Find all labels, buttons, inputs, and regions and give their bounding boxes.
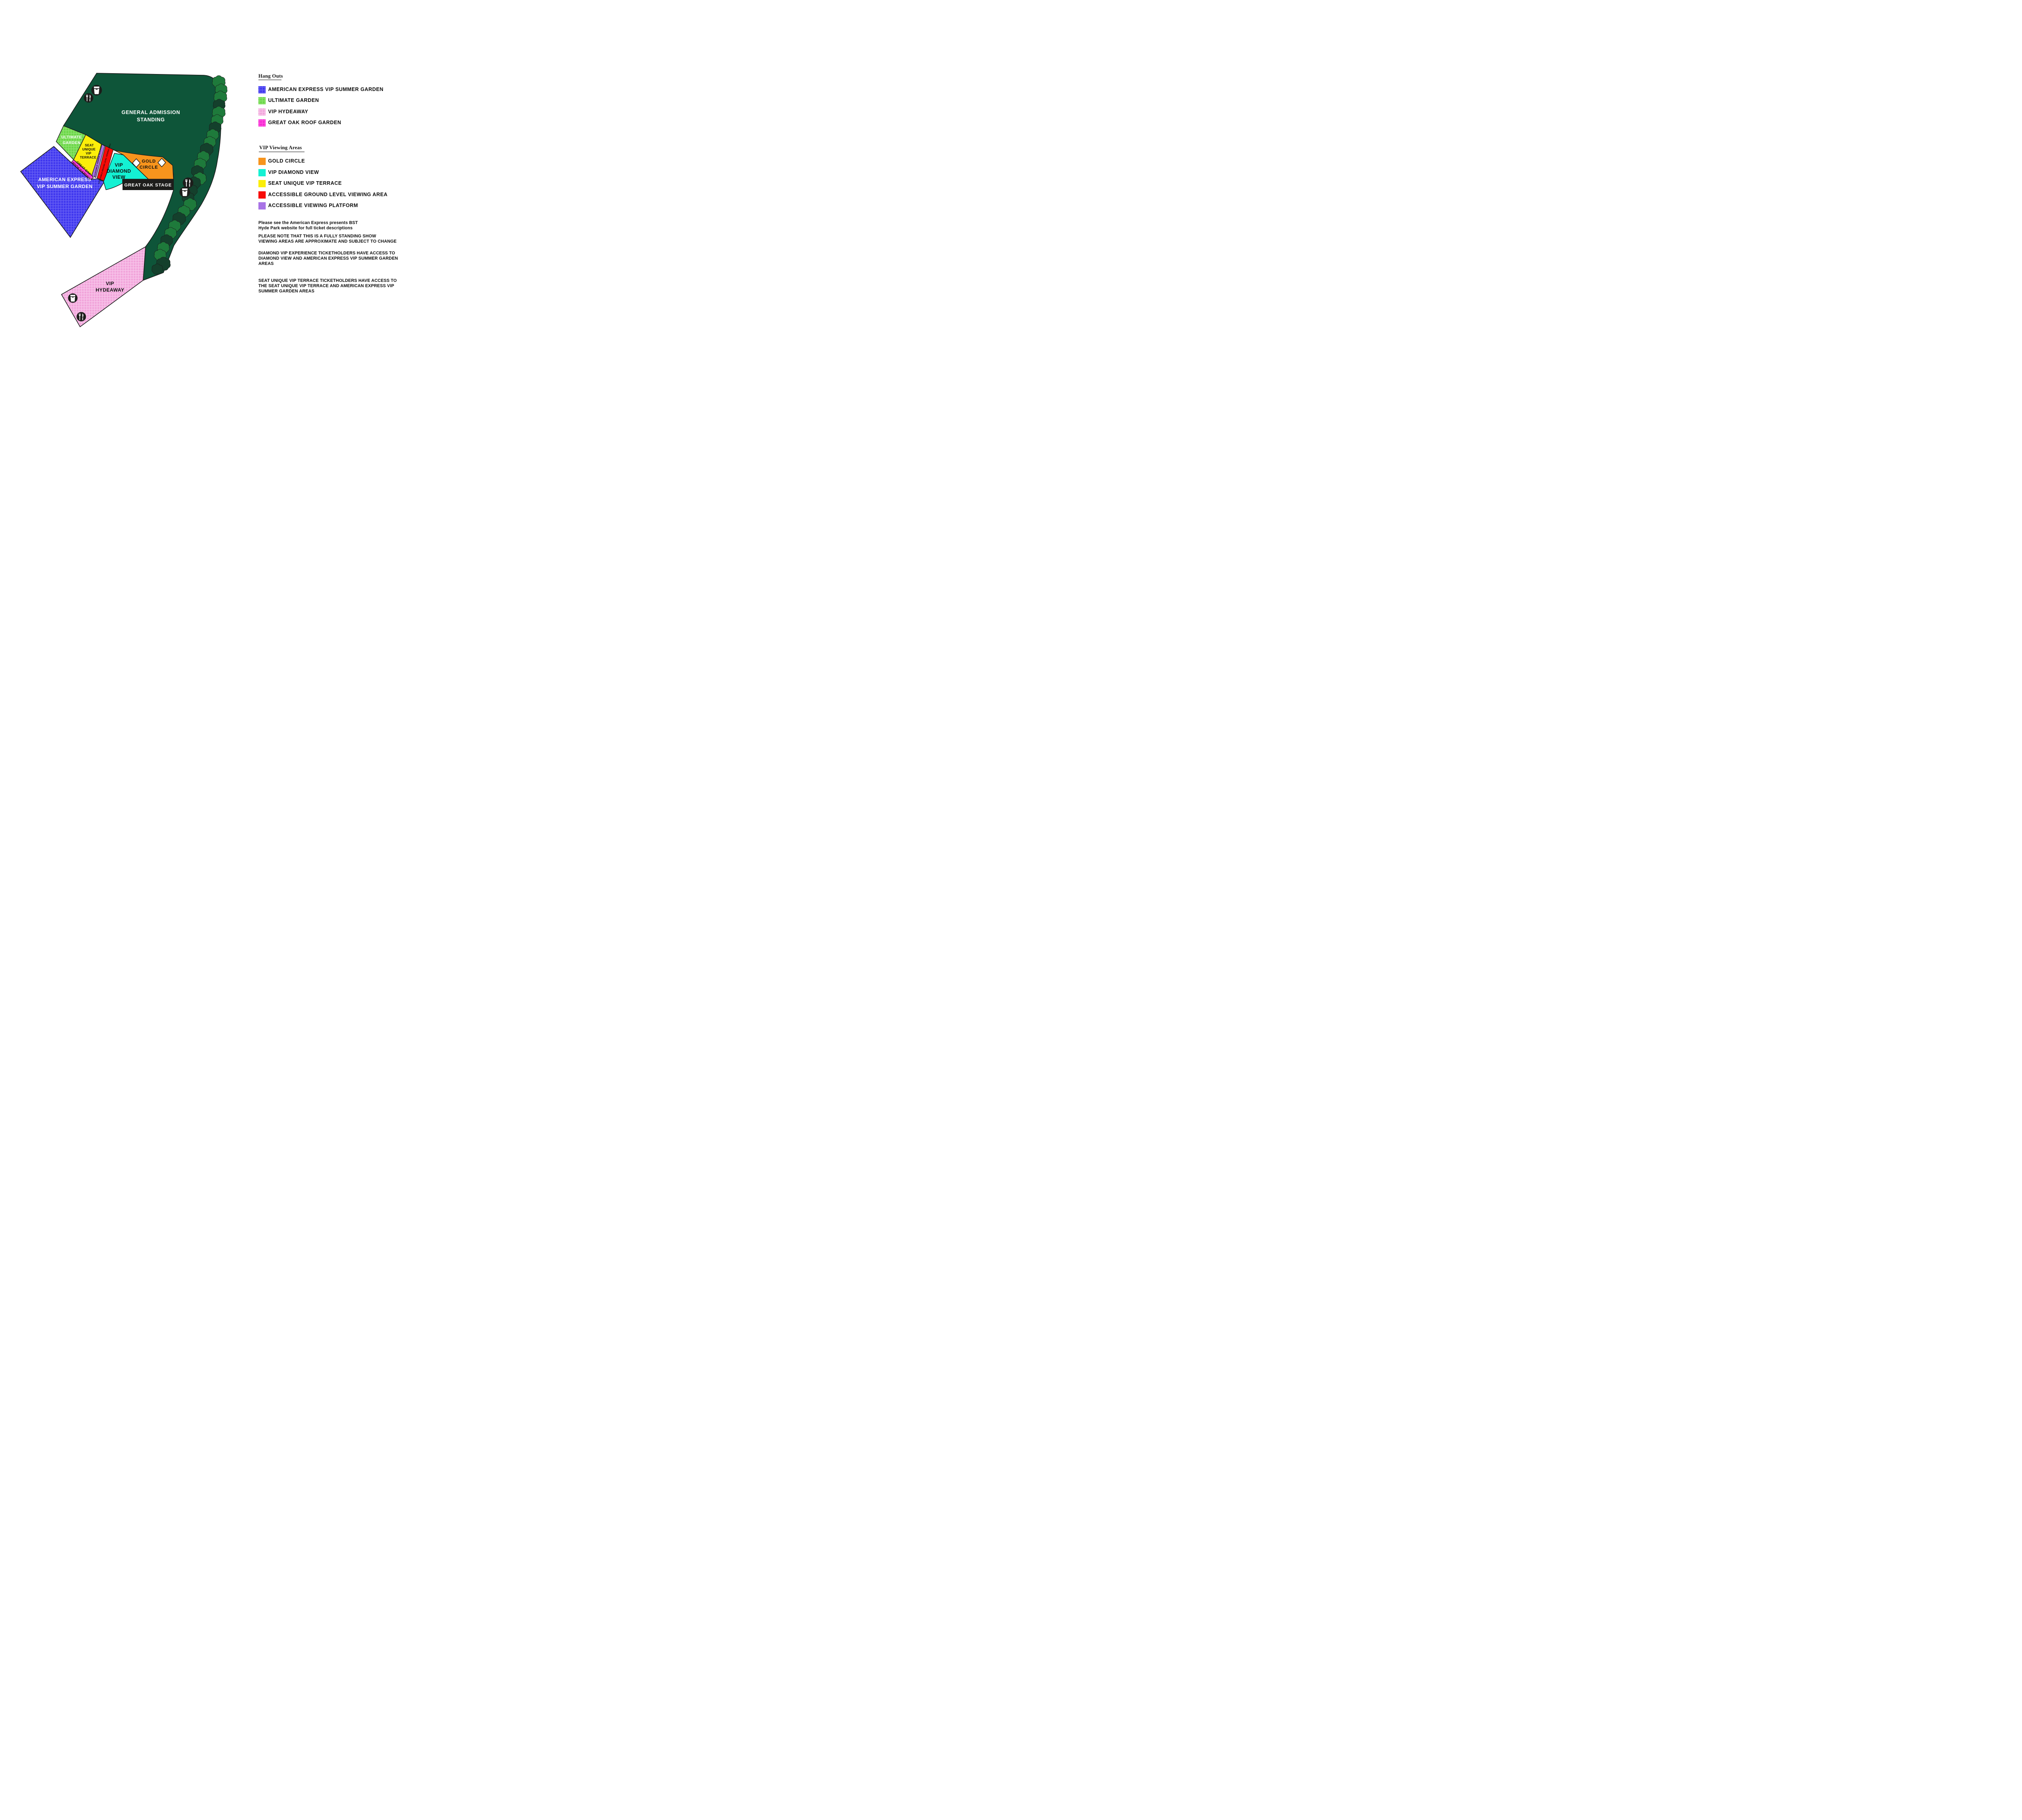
fork-knife-icon xyxy=(182,177,194,188)
legend-label: SEAT UNIQUE VIP TERRACE xyxy=(268,180,342,186)
label-amex-garden-2: VIP SUMMER GARDEN xyxy=(37,184,93,189)
diamond-icon xyxy=(157,158,166,167)
label-diamond-view-3: VIEW xyxy=(112,174,126,180)
legend-label: GREAT OAK ROOF GARDEN xyxy=(268,120,341,125)
legend-label: VIP DIAMOND VIEW xyxy=(268,169,319,175)
label-vip-hydeaway-2: HYDEAWAY xyxy=(96,287,125,293)
legend-item-seat-unique: SEAT UNIQUE VIP TERRACE xyxy=(258,180,342,187)
swatch-ultimate-garden xyxy=(258,97,266,104)
legend-label: GOLD CIRCLE xyxy=(268,158,305,164)
swatch-amex xyxy=(258,86,266,93)
fork-knife-icon xyxy=(84,93,93,103)
label-seat-unique-4: TERRACE xyxy=(80,156,97,159)
legend-label: VIP HYDEAWAY xyxy=(268,109,309,114)
legend-label: ACCESSIBLE GROUND LEVEL VIEWING AREA xyxy=(268,192,388,197)
swatch-accessible-platform xyxy=(258,202,266,210)
label-seat-unique-3: VIP xyxy=(86,152,91,155)
legend-label: ACCESSIBLE VIEWING PLATFORM xyxy=(268,203,358,208)
label-general-admission-2: STANDING xyxy=(137,117,165,123)
diamond-markers xyxy=(132,158,166,168)
swatch-gold-circle xyxy=(258,158,266,165)
legend-label: AMERICAN EXPRESS VIP SUMMER GARDEN xyxy=(268,87,384,92)
label-ultimate-garden: ULTIMATE xyxy=(61,135,82,140)
map-svg: GENERAL ADMISSION STANDING ULTIMATE GARD… xyxy=(20,73,228,328)
legend-item-accessible-ground: ACCESSIBLE GROUND LEVEL VIEWING AREA xyxy=(258,191,387,199)
area-vip-hydeaway xyxy=(61,246,146,328)
legend-item-vip-hydeaway: VIP HYDEAWAY xyxy=(258,108,308,116)
area-amex-vip-summer-garden xyxy=(20,146,105,238)
tree-light-icon xyxy=(215,83,228,95)
label-diamond-view-2: DIAMOND xyxy=(107,168,131,174)
pint-icon xyxy=(91,85,102,96)
label-great-oak-stage: GREAT OAK STAGE xyxy=(124,183,171,188)
note-standing-show: PLEASE NOTE THAT THIS IS A FULLY STANDIN… xyxy=(258,234,397,244)
great-oak-stage xyxy=(123,179,173,190)
venue-map-page: GENERAL ADMISSION STANDING ULTIMATE GARD… xyxy=(0,0,455,364)
swatch-seat-unique xyxy=(258,180,266,187)
label-seat-unique-2: UNIQUE xyxy=(82,148,96,151)
area-accessible-viewing-platform xyxy=(91,144,105,178)
label-vip-hydeaway: VIP xyxy=(106,281,114,286)
swatch-roof-garden xyxy=(258,119,266,127)
note-website: Please see the American Express presents… xyxy=(258,220,358,231)
tree-dark-icon xyxy=(156,257,171,271)
swatch-accessible-ground xyxy=(258,191,266,199)
note-diamond-vip: DIAMOND VIP EXPERIENCE TICKETHOLDERS HAV… xyxy=(258,251,398,266)
label-general-admission: GENERAL ADMISSION xyxy=(122,110,180,115)
diamond-icon xyxy=(132,158,141,168)
legend-item-roof-garden: GREAT OAK ROOF GARDEN xyxy=(258,119,341,127)
legend-item-gold-circle: GOLD CIRCLE xyxy=(258,158,305,165)
label-diamond-view: VIP xyxy=(115,162,123,168)
legend-item-diamond-view: VIP DIAMOND VIEW xyxy=(258,169,319,176)
pint-icon xyxy=(179,186,190,198)
legend-item-ultimate-garden: ULTIMATE GARDEN xyxy=(258,97,319,104)
tree-dark-icon xyxy=(151,263,163,275)
legend-title-vip-viewing: VIP Viewing Areas xyxy=(259,145,302,150)
label-gold-circle-2: CIRCLE xyxy=(140,165,158,170)
area-great-oak-roof-garden xyxy=(71,159,94,180)
pint-icon xyxy=(68,293,78,303)
legend-label: ULTIMATE GARDEN xyxy=(268,97,319,103)
legend-item-accessible-platform: ACCESSIBLE VIEWING PLATFORM xyxy=(258,202,358,210)
swatch-diamond-view xyxy=(258,169,266,176)
label-seat-unique: SEAT xyxy=(85,144,94,147)
legend-title-hang-outs: Hang Outs xyxy=(258,73,283,79)
swatch-vip-hydeaway xyxy=(258,108,266,116)
label-gold-circle: GOLD xyxy=(142,159,156,164)
note-seat-unique: SEAT UNIQUE VIP TERRACE TICKETHOLDERS HA… xyxy=(258,278,397,294)
label-amex-garden: AMERICAN EXPRESS xyxy=(38,177,91,182)
label-ultimate-garden-2: GARDEN xyxy=(63,141,80,145)
legend-item-amex: AMERICAN EXPRESS VIP SUMMER GARDEN xyxy=(258,86,383,93)
tree-line xyxy=(151,75,228,275)
fork-knife-icon xyxy=(76,312,86,322)
